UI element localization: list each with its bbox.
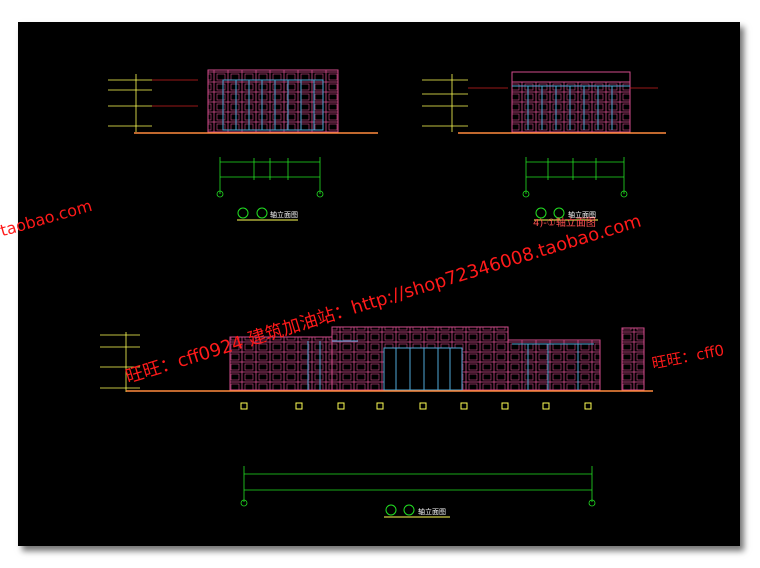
level-markers-a-d — [108, 74, 198, 132]
glazing-a-d — [222, 79, 324, 131]
column-markers — [240, 402, 592, 410]
facade-d-a — [511, 81, 631, 133]
title-12-1-label: 轴立面图 — [418, 507, 446, 516]
level-markers-d-a — [422, 74, 508, 132]
elevation-12-1: 轴立面图 — [100, 326, 653, 518]
title-12-1: 轴立面图 — [384, 504, 450, 518]
cad-drawing-canvas: 轴立面图 — [18, 22, 740, 546]
title-d-a-label: 轴立面图 — [568, 210, 596, 219]
elevation-d-a: 轴立面图 — [422, 71, 666, 221]
entrance-glazing — [307, 340, 594, 391]
title-a-d-label: 轴立面图 — [270, 210, 298, 219]
facade-right-wing — [507, 339, 601, 391]
dimension-a-d — [216, 157, 324, 198]
dimension-d-a — [522, 157, 628, 198]
facade-a-d — [207, 69, 339, 133]
watermark-overlay-mid: 4)-①轴立面图 — [533, 218, 596, 229]
level-markers-12-1 — [100, 332, 140, 392]
elevation-a-d: 轴立面图 — [108, 69, 378, 221]
glazing-d-a — [512, 85, 630, 130]
end-pier — [621, 327, 645, 391]
facade-left-wing — [229, 336, 333, 391]
facade-d-a-parapet — [511, 71, 631, 83]
title-a-d: 轴立面图 — [237, 207, 298, 221]
dimension-12-1 — [240, 466, 596, 507]
elevation-drawing: 轴立面图 — [100, 69, 666, 518]
title-d-a: 轴立面图 — [534, 207, 598, 221]
